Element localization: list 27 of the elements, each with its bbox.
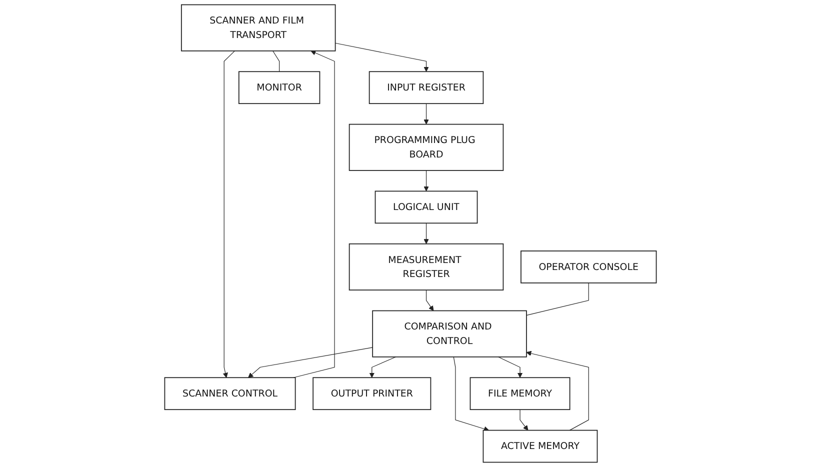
node-box: COMPARISON AND CONTROL: [372, 310, 527, 358]
node-box: LOGICAL UNIT: [374, 190, 478, 224]
arrow: [453, 356, 490, 432]
node-box: PROGRAMMING PLUG BOARD: [348, 124, 504, 171]
node-box: INPUT REGISTER: [368, 71, 484, 104]
arrow: [526, 350, 589, 431]
arrow: [248, 347, 373, 378]
arrow: [424, 103, 429, 125]
node-box: MONITOR: [238, 71, 320, 104]
arrow: [293, 50, 335, 378]
node-box: SCANNER AND FILM TRANSPORT: [180, 4, 336, 52]
node-box: FILE MEMORY: [470, 377, 570, 410]
node-box: ACTIVE MEMORY: [482, 430, 598, 463]
arrow: [335, 42, 429, 72]
node-box: SCANNER CONTROL: [164, 377, 296, 410]
node-box: OPERATOR CONSOLE: [520, 250, 657, 284]
arrow: [498, 356, 523, 378]
arrow: [424, 222, 429, 244]
connector: [526, 282, 589, 316]
node-box: MEASUREMENT REGISTER: [348, 243, 504, 290]
arrow: [222, 50, 235, 378]
connector: [272, 50, 280, 72]
node-box: OUTPUT PRINTER: [312, 377, 432, 410]
arrow: [369, 356, 396, 378]
arrow: [424, 170, 429, 192]
arrow: [426, 290, 434, 311]
arrow: [520, 409, 528, 431]
